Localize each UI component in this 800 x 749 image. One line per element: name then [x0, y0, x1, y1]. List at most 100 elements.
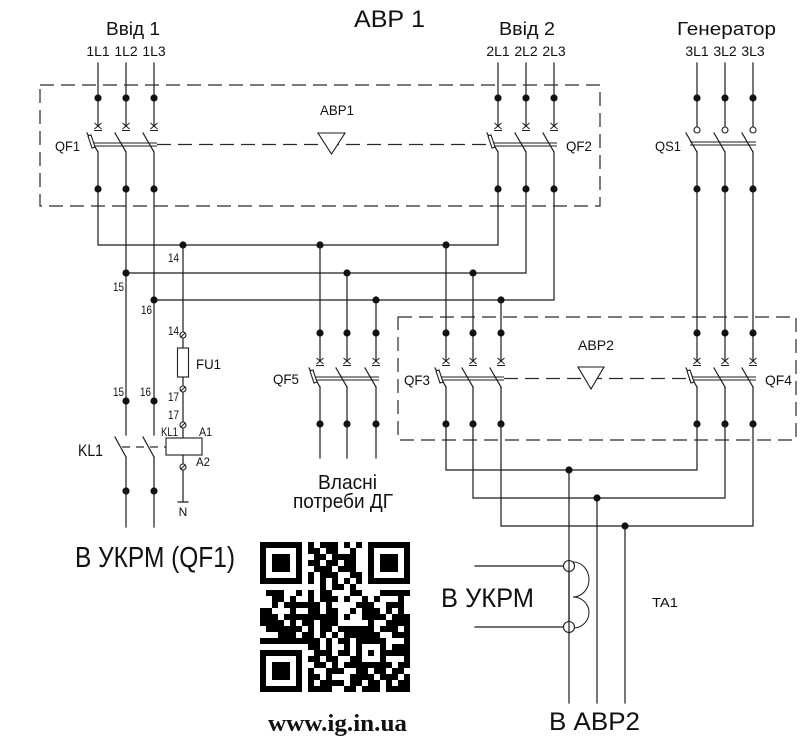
qf5-feeders [319, 244, 377, 459]
qf5-pole-l3 [364, 328, 381, 429]
input2-feeders [497, 62, 555, 99]
junction-dot [621, 522, 629, 530]
fu1-fuse [176, 347, 190, 378]
generator-feeders [696, 62, 754, 99]
junction-dot [122, 397, 130, 405]
qf4-breaker: QF4 [685, 188, 792, 429]
qf5-linkage [313, 376, 379, 381]
qs1-label: QS1 [655, 138, 681, 154]
ta1-label: TA1 [652, 595, 678, 610]
bus-l2 [125, 188, 527, 436]
input1-phase-l3: 1L3 [142, 43, 166, 59]
junction-dot [122, 269, 130, 277]
avr2-interlock-triangle-icon [577, 366, 605, 391]
own-needs-label-line1: Власні [318, 472, 377, 494]
bus-l3 [153, 188, 555, 436]
qs1-linkage [690, 141, 756, 146]
wire-number: 16 [140, 385, 151, 399]
terminal-icon [179, 463, 187, 471]
control-wire [177, 244, 189, 503]
qf5-thermal-release-icon [309, 369, 318, 384]
kl1-label: KL1 [78, 441, 103, 460]
qf4-feeders [696, 188, 754, 334]
wire-number: 15 [113, 280, 124, 294]
qf1-label: QF1 [55, 138, 80, 154]
generator-label: Генератор [677, 19, 776, 39]
wire-number: 14 [168, 324, 179, 338]
coil-ref-label: KL1 [161, 425, 178, 439]
qf4-pole-l3 [741, 328, 758, 429]
qf2-breaker: QF2 [486, 93, 592, 194]
ta1-secondary-leads [474, 565, 565, 628]
input2-phase-l1: 2L1 [486, 43, 510, 59]
qs1-pole-l3 [741, 93, 758, 194]
junction-dot [593, 494, 601, 502]
generator-phase-l1: 3L1 [685, 43, 709, 59]
qf4-label: QF4 [765, 372, 792, 388]
qf4-linkage [689, 376, 756, 381]
generator-phase-l3: 3L3 [741, 43, 765, 59]
junction-dot [150, 296, 158, 304]
junction-dot [150, 397, 158, 405]
junction-dot [565, 466, 573, 474]
qf5-pole-l1 [308, 328, 325, 429]
own-needs-label-line2: потреби ДГ [293, 491, 393, 513]
input2-phase-l2: 2L2 [514, 43, 538, 59]
ta1-current-transformer: TA1 [474, 559, 678, 634]
qs1-pole-l2 [713, 93, 730, 194]
qf2-label: QF2 [566, 138, 592, 154]
wire-number: 15 [113, 385, 124, 399]
fu1-label: FU1 [196, 356, 221, 372]
qf4-thermal-release-icon [686, 369, 695, 384]
input1-feeders [97, 62, 155, 99]
wire-number: 16 [141, 303, 152, 317]
output-to-ukrm-qf1: В УКРМ (QF1) [75, 542, 235, 574]
output-bus-l3 [500, 423, 754, 527]
qf3-label: QF3 [404, 372, 430, 388]
input1-label: Ввід 1 [106, 19, 160, 39]
neutral-label: N [179, 505, 188, 519]
kl1-contactor: KL1 [78, 436, 166, 528]
output-to-avr2: В АВР2 [549, 708, 640, 736]
website-url: www.ig.in.ua [268, 711, 407, 737]
input2-label: Ввід 2 [499, 19, 555, 39]
wire-number: 17 [168, 408, 179, 422]
qf3-breaker: QF3 [404, 244, 506, 429]
output-lines-to-avr2 [568, 469, 626, 704]
kl1-contact-l2 [114, 436, 127, 528]
qf1-linkage [91, 142, 157, 147]
qf3-pole-l2 [461, 328, 478, 429]
qf3-feeders [445, 244, 502, 334]
avr2-label: АВР2 [578, 337, 614, 353]
generator-phase-l2: 3L2 [713, 43, 737, 59]
wire-number: 14 [168, 251, 179, 265]
qf3-thermal-release-icon [435, 369, 444, 384]
ta1-winding-icon [572, 561, 590, 629]
qf5-breaker: QF5 [273, 244, 381, 459]
control-circuit: FU1 KL1 A1 A2 N [161, 244, 221, 519]
output-bus-l1 [445, 423, 698, 471]
qs1-pole-l1 [685, 93, 702, 194]
wire-number: 17 [168, 390, 179, 404]
kl1-contact-l3 [142, 436, 155, 528]
avr1-enclosure [39, 84, 601, 207]
input1-phase-l2: 1L2 [114, 43, 138, 59]
qf3-linkage [439, 376, 504, 381]
qf1-thermal-release-icon [87, 134, 96, 149]
kl1-coil [165, 437, 203, 456]
coil-a2-label: A2 [196, 455, 210, 469]
qs1-disconnector: QS1 [655, 93, 758, 194]
qr-code-icon [260, 542, 410, 692]
terminal-icon [179, 331, 187, 339]
input1-phase-l1: 1L1 [86, 43, 110, 59]
qf4-pole-l2 [713, 328, 730, 429]
qf5-label: QF5 [273, 371, 299, 387]
qf5-pole-l2 [335, 328, 352, 429]
bus-l1 [97, 188, 499, 246]
output-to-ukrm: В УКРМ [441, 583, 534, 613]
terminal-icon [179, 385, 187, 393]
diagram-title: АВР 1 [354, 6, 425, 33]
coil-a1-label: A1 [199, 425, 212, 439]
qf4-pole-l1 [685, 328, 702, 429]
